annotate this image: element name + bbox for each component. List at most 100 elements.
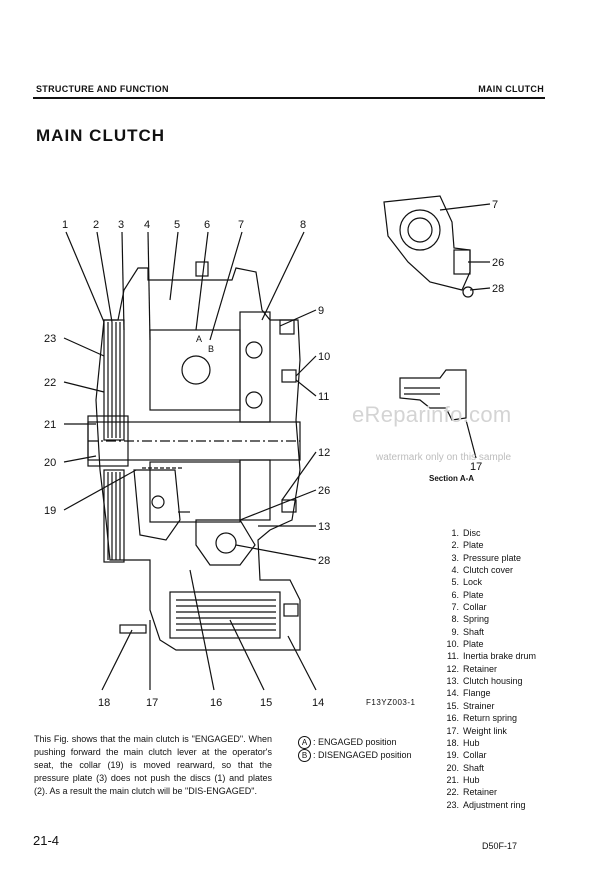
legend-item: 3.Pressure plate: [436, 552, 536, 564]
legend-item-number: 13.: [446, 676, 459, 687]
legend-item-label: Plate: [463, 589, 484, 600]
callout-20: 20: [44, 457, 56, 469]
caption-text: This Fig. shows that the main clutch is …: [34, 734, 272, 796]
legend-item-label: Shaft: [463, 762, 485, 773]
legend-item-label: Collar: [463, 750, 487, 761]
legend-item-label: Plate: [463, 540, 484, 551]
page-number: 21-4: [33, 833, 60, 848]
legend-item-number: 7.: [451, 602, 459, 613]
callout-21: 21: [44, 419, 56, 431]
callout-15: 15: [260, 697, 272, 709]
legend-item: 17. Weight link: [436, 725, 536, 737]
section-label: Section A-A: [429, 474, 475, 483]
legend-item-label: Inertia brake drum: [463, 651, 537, 662]
disengaged-position-label: : DISENGAGED position: [313, 749, 412, 760]
legend-item-label: Adjustment ring: [463, 799, 526, 810]
legend-item: 9. Shaft: [436, 626, 536, 638]
legend-item: 5. Lock: [436, 576, 536, 588]
callout-23: 23: [44, 333, 56, 345]
callout-19: 19: [44, 505, 56, 517]
legend-item: 4.Clutch cover: [436, 564, 536, 576]
legend-item-label: Collar: [463, 602, 487, 613]
watermark-subtext: watermark only on this sample: [376, 452, 512, 463]
legend-item: 14.Flange: [436, 687, 536, 699]
legend-item: 8. Spring: [436, 613, 536, 625]
callout-16: 16: [210, 697, 222, 709]
legend-item: 19. Collar: [436, 749, 536, 761]
callout-18: 18: [98, 697, 110, 709]
callout-6: 6: [204, 219, 210, 231]
legend-item-number: 5.: [451, 577, 459, 588]
callout-22: 22: [44, 377, 56, 389]
engaged-position-label: : ENGAGED position: [313, 736, 397, 747]
legend-item: 12.Retainer: [436, 663, 536, 675]
legend-item-label: Return spring: [463, 713, 518, 724]
callout-4: 4: [144, 219, 150, 231]
legend-item-number: 15.: [446, 700, 459, 711]
legend-item: 22.Retainer: [436, 786, 536, 798]
legend-item-number: 17.: [446, 725, 459, 736]
legend-item-label: Clutch housing: [463, 676, 523, 687]
legend-item: 2. Plate: [436, 539, 536, 551]
legend-item: 16.Return spring: [436, 712, 536, 724]
legend-item-label: Spring: [463, 614, 490, 625]
legend-item: 13. Clutch housing: [436, 675, 536, 687]
legend-item-number: 20.: [446, 762, 459, 773]
section-callout-28: 28: [492, 283, 504, 295]
legend-item: 20. Shaft: [436, 762, 536, 774]
section-callout-17: 17: [470, 461, 482, 473]
legend-item-number: 1.: [451, 528, 459, 538]
callout-12: 12: [318, 447, 330, 459]
callout-1: 1: [62, 219, 68, 231]
legend-item: 7. Collar: [436, 601, 536, 613]
legend-item-label: Strainer: [463, 700, 495, 711]
legend-item-number: 3.: [451, 552, 459, 563]
header-section-title: STRUCTURE AND FUNCTION: [36, 84, 169, 94]
legend-item-number: 19.: [446, 750, 459, 761]
callout-17: 17: [146, 697, 158, 709]
legend-item-number: 21.: [446, 774, 459, 785]
legend-item-number: 2.: [451, 540, 459, 551]
legend-item-label: Hub: [463, 737, 480, 748]
callout-10: 10: [318, 351, 330, 363]
legend-item: 15. Strainer: [436, 700, 536, 712]
callout-14: 14: [312, 697, 324, 709]
legend-item-number: 14.: [446, 688, 459, 699]
disengaged-position-note: B: DISENGAGED position: [298, 749, 412, 762]
legend-item-label: Plate: [463, 639, 484, 650]
watermark-text: eReparinfo.com: [352, 402, 512, 427]
legend-item-number: 8.: [451, 614, 459, 625]
marker-b: B: [208, 344, 214, 354]
section-callout-7: 7: [492, 199, 498, 211]
legend-item-label: Weight link: [463, 725, 507, 736]
legend-item-number: 9.: [451, 626, 459, 637]
legend-item: 11.Inertia brake drum: [436, 650, 536, 662]
legend-item-label: Retainer: [463, 787, 498, 798]
marker-a: A: [196, 334, 202, 344]
disengaged-marker-icon: B: [298, 749, 311, 762]
engaged-position-note: A: ENGAGED position: [298, 736, 397, 749]
legend-item-number: 10.: [446, 639, 459, 650]
callout-5: 5: [174, 219, 180, 231]
legend-item: 10. Plate: [436, 638, 536, 650]
legend-item-label: Shaft: [463, 626, 485, 637]
legend-item-number: 18.: [446, 737, 459, 748]
page-title: MAIN CLUTCH: [36, 126, 166, 145]
header-rule: [33, 97, 545, 99]
engaged-marker-icon: A: [298, 736, 311, 749]
callout-26: 26: [318, 485, 330, 497]
legend-item: 6.Plate: [436, 589, 536, 601]
legend-item-label: Hub: [463, 774, 480, 785]
figure-id: F13YZ003-1: [366, 698, 416, 707]
callout-8: 8: [300, 219, 306, 231]
legend-item-label: Lock: [463, 577, 483, 588]
callout-2: 2: [93, 219, 99, 231]
callout-13: 13: [318, 521, 330, 533]
legend-item: 21. Hub: [436, 774, 536, 786]
section-callout-26: 26: [492, 257, 504, 269]
legend-item: 1.Disc: [436, 527, 536, 539]
header-chapter-title: MAIN CLUTCH: [478, 84, 544, 94]
callout-3: 3: [118, 219, 124, 231]
